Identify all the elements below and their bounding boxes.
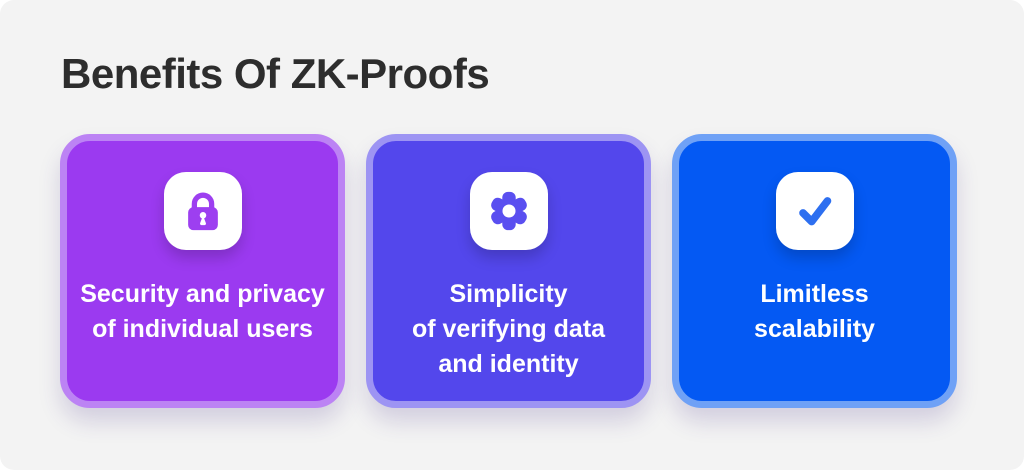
benefit-card-security-label: Security and privacy of individual users — [80, 277, 325, 347]
caption-line: of individual users — [92, 315, 313, 343]
caption-line: of verifying data — [411, 315, 606, 343]
page-title: Benefits Of ZK-Proofs — [61, 50, 490, 97]
benefit-card-scalability: Limitless scalability — [672, 134, 957, 408]
caption-line: Security and privacy — [80, 280, 325, 308]
caption-line: scalability — [754, 315, 875, 343]
benefit-card-simplicity: Simplicity of verifying data and identit… — [366, 134, 651, 408]
check-icon — [792, 188, 838, 234]
caption-line: and identity — [438, 350, 579, 378]
lock-icon-tile — [163, 172, 242, 250]
benefit-card-security: Security and privacy of individual users — [60, 134, 345, 408]
lock-icon — [180, 188, 226, 234]
gear-icon-tile — [469, 172, 548, 250]
benefit-cards-row: Security and privacy of individual users — [60, 134, 957, 408]
check-icon-tile — [775, 172, 854, 250]
caption-line: Limitless — [760, 280, 869, 308]
caption-line: Simplicity — [449, 280, 568, 308]
benefit-card-simplicity-label: Simplicity of verifying data and identit… — [412, 277, 605, 382]
benefit-card-scalability-label: Limitless scalability — [754, 277, 875, 347]
gear-icon — [486, 188, 532, 234]
